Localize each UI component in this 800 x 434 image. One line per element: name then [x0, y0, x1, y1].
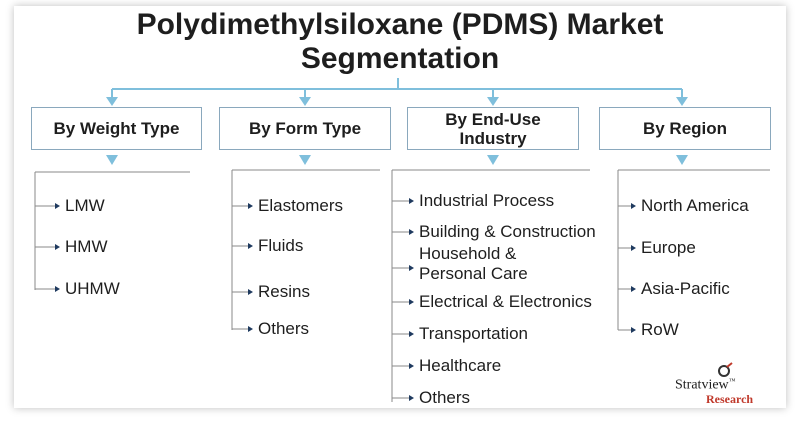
segment-item: Building & Construction [419, 222, 596, 241]
segment-item: UHMW [65, 279, 120, 298]
segment-item: Healthcare [419, 356, 502, 375]
segment-item: HMW [65, 237, 108, 256]
category-box-region: By Region [599, 107, 771, 150]
segment-item: RoW [641, 320, 679, 339]
segment-item: Fluids [258, 236, 304, 255]
item-arrow-icon [248, 289, 253, 295]
segment-item: North America [641, 196, 749, 215]
item-arrow-icon [409, 198, 414, 204]
item-arrow-icon [409, 363, 414, 369]
item-arrow-icon [55, 244, 60, 250]
segment-item: Europe [641, 238, 696, 257]
category-box-weight-type: By Weight Type [31, 107, 202, 150]
arrow-below-weight [106, 155, 118, 165]
segment-item: Household & Personal Care [419, 244, 528, 283]
arrow-to-form [299, 97, 311, 106]
segment-item: Industrial Process [419, 191, 555, 210]
segment-item: Elastomers [258, 196, 344, 215]
item-arrow-icon [248, 243, 253, 249]
item-arrow-icon [631, 203, 636, 209]
segment-item: Asia-Pacific [641, 279, 730, 298]
item-arrow-icon [409, 395, 414, 401]
segment-item: LMW [65, 196, 105, 215]
arrow-below-enduse [487, 155, 499, 165]
item-arrow-icon [631, 245, 636, 251]
logo-subtitle: Research [706, 392, 754, 406]
item-arrow-icon [55, 286, 60, 292]
logo-mark-icon [718, 362, 733, 377]
item-arrow-icon [631, 286, 636, 292]
diagram-title-line-2: Segmentation [300, 42, 500, 75]
diagram-panel [14, 6, 786, 408]
item-arrow-icon [248, 326, 253, 332]
item-arrow-icon [409, 299, 414, 305]
category-box-end-use-industry: By End-Use Industry [407, 107, 579, 150]
item-arrow-icon [631, 327, 636, 333]
segment-item: Resins [258, 282, 310, 301]
segment-item: Transportation [419, 324, 528, 343]
segment-item: Others [419, 388, 471, 407]
arrow-to-weight [106, 97, 118, 106]
logo-wordmark: Stratview™ [675, 377, 736, 393]
category-box-form-type: By Form Type [219, 107, 391, 150]
item-arrow-icon [248, 203, 253, 209]
arrow-below-form [299, 155, 311, 165]
item-arrow-icon [409, 229, 414, 235]
segment-item: Others [258, 319, 310, 338]
item-arrow-icon [409, 265, 414, 271]
diagram-title-line-1: Polydimethylsiloxane (PDMS) Market [136, 8, 664, 41]
arrow-below-region [676, 155, 688, 165]
item-ticks [35, 198, 636, 401]
segment-item: Electrical & Electronics [419, 292, 592, 311]
arrow-to-region [676, 97, 688, 106]
item-arrow-icon [55, 203, 60, 209]
arrow-to-enduse [487, 97, 499, 106]
item-arrow-icon [409, 331, 414, 337]
